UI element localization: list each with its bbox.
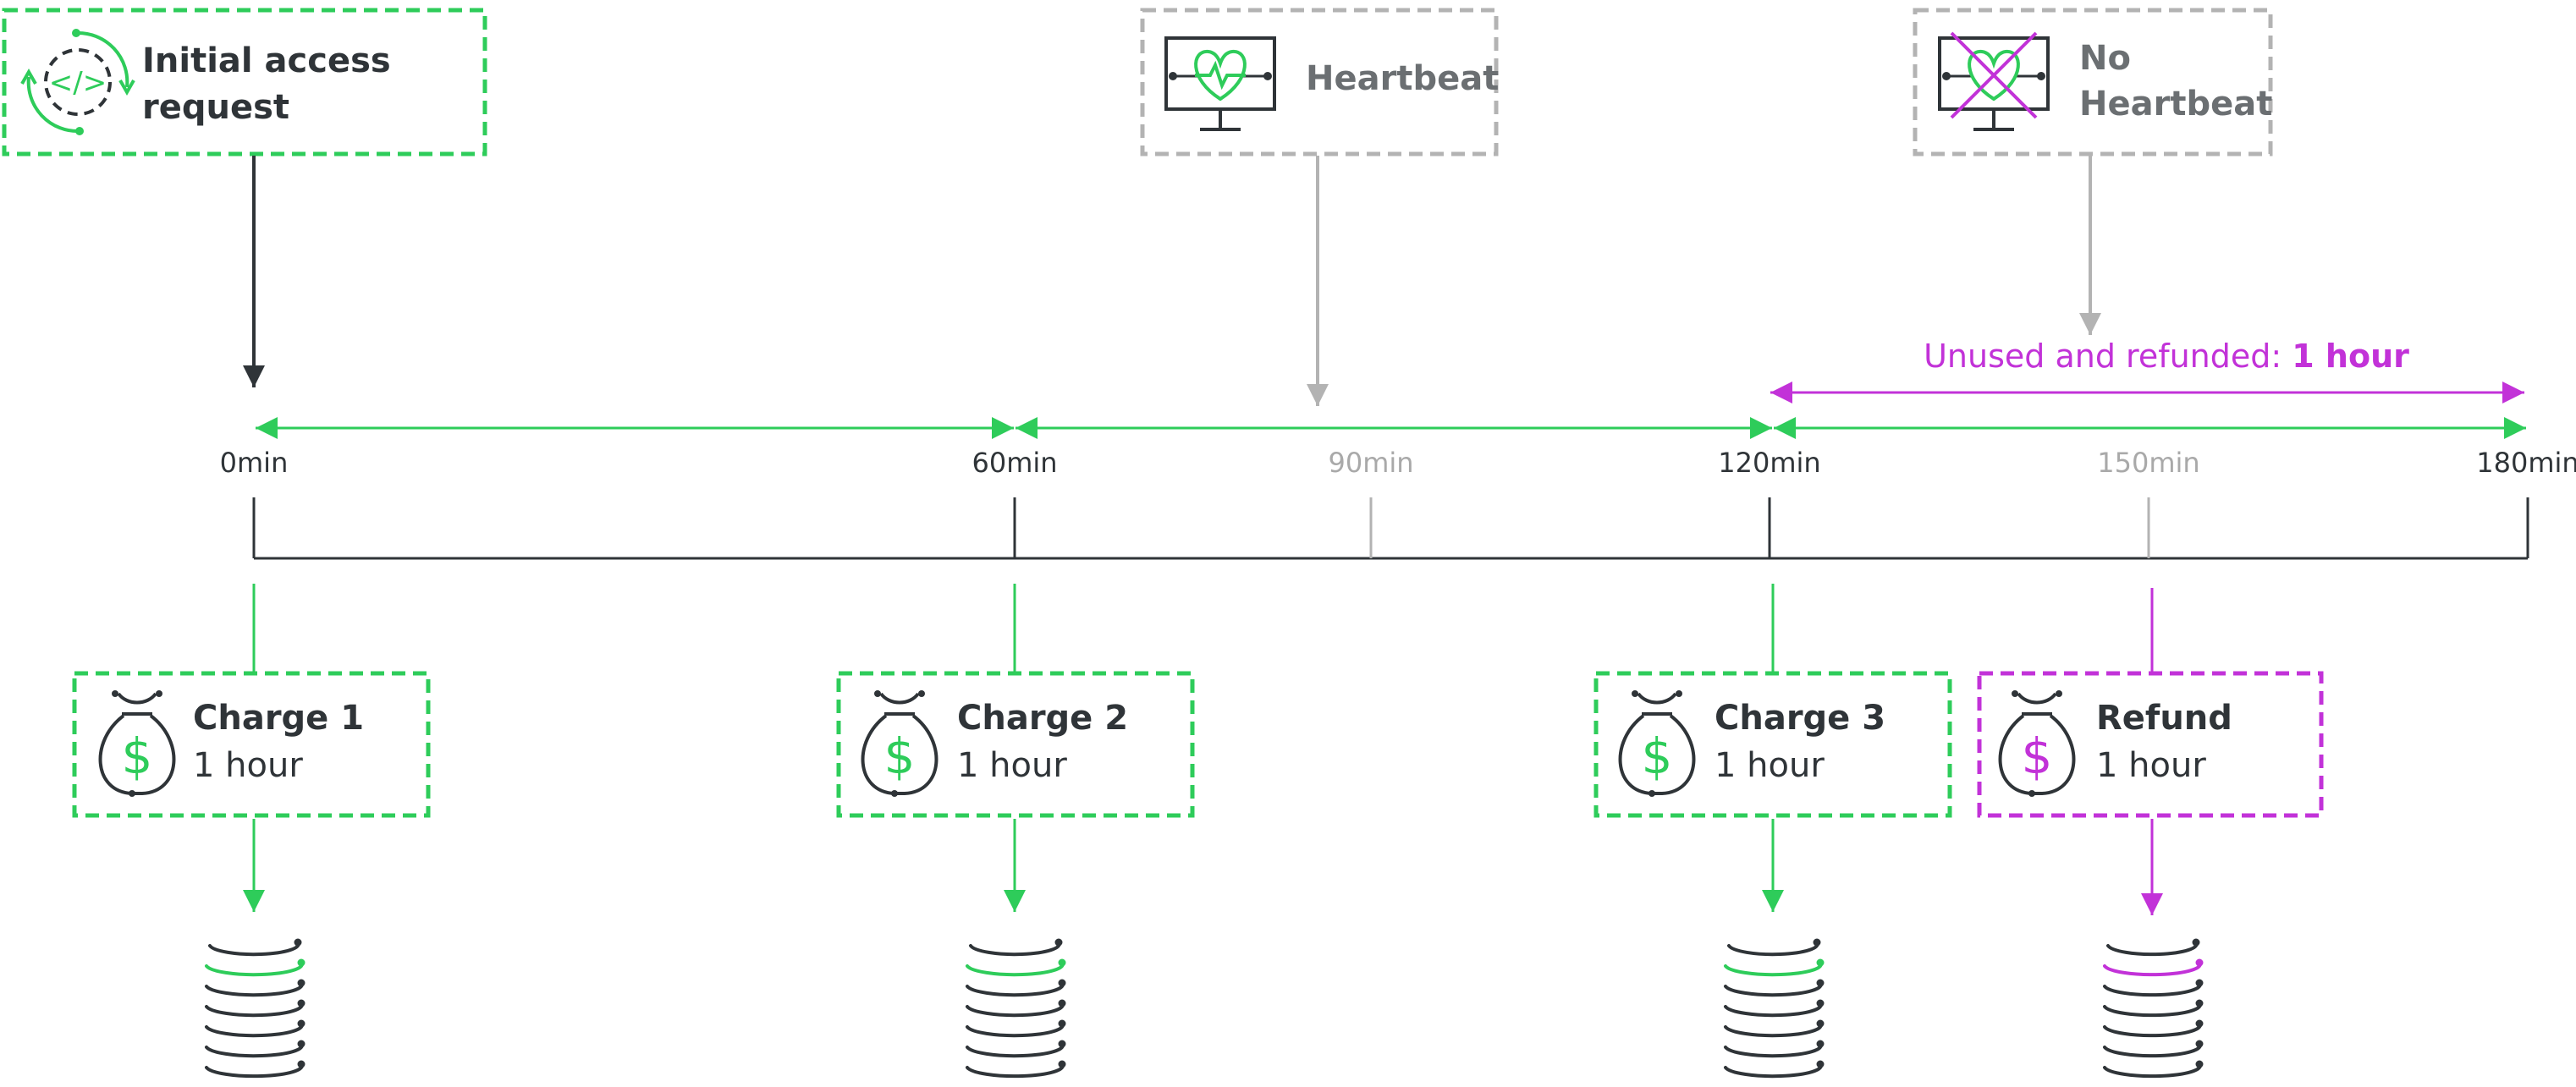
money-bag-icon: $ [1998, 690, 2076, 797]
refund-span-label: Unused and refunded: 1 hour [1924, 338, 2409, 375]
heartbeat-event: Heartbeat [1140, 8, 1499, 156]
tick-label-0min: 0min [220, 447, 289, 479]
database-stacks [205, 938, 2204, 1079]
svg-text:$: $ [1642, 727, 1673, 785]
heartbeat-box [1140, 8, 1499, 156]
money-bag-icon: $ [861, 690, 938, 797]
svg-text:$: $ [884, 727, 916, 785]
refund-span-text: Unused and refunded: [1924, 338, 2292, 375]
code-cycle-icon: </> [20, 29, 135, 135]
charge-2-card: $ Charge 2 1 hour [836, 671, 1195, 818]
refund-duration: 1 hour [2096, 746, 2206, 785]
charge-3-card: $ Charge 3 1 hour [1593, 671, 1952, 818]
no-heartbeat-event: No Heartbeat [1913, 8, 2273, 156]
tick-label-180min: 180min [2476, 447, 2576, 479]
database-icon-refund [2103, 938, 2204, 1079]
charge-3-box [1593, 671, 1952, 818]
initial-access-box [2, 8, 487, 156]
no-heartbeat-box [1913, 8, 2273, 156]
tick-label-150min: 150min [2097, 447, 2199, 479]
heartbeat-label: Heartbeat [1306, 59, 1499, 98]
charge-3-title: Charge 3 [1715, 699, 1885, 738]
tick-label-60min: 60min [972, 447, 1057, 479]
svg-text:$: $ [122, 727, 153, 785]
timeline-axis: 0min 60min 90min 120min 150min 180min [220, 447, 2576, 560]
no-heartbeat-line2: Heartbeat [2079, 85, 2272, 124]
no-heartbeat-line1: No [2079, 39, 2131, 78]
database-icon-charge-1 [205, 938, 305, 1079]
charge-1-title: Charge 1 [193, 699, 364, 738]
heartbeat-monitor-icon [1164, 36, 1276, 131]
tick-label-90min: 90min [1328, 447, 1413, 479]
tick-label-120min: 120min [1718, 447, 1820, 479]
charge-1-card: $ Charge 1 1 hour [72, 671, 431, 818]
refund-title: Refund [2096, 699, 2232, 738]
database-icon-charge-2 [966, 938, 1066, 1079]
svg-text:$: $ [2022, 727, 2053, 785]
charge-2-title: Charge 2 [957, 699, 1128, 738]
no-heartbeat-monitor-icon [1938, 31, 2050, 131]
initial-access-line2: request [142, 88, 289, 127]
database-icon-charge-3 [1724, 938, 1825, 1079]
svg-text:</>: </> [49, 66, 107, 100]
money-bag-icon: $ [1618, 690, 1696, 797]
initial-access-event: </> Initial access request [2, 8, 487, 156]
charge-1-duration: 1 hour [193, 746, 303, 785]
charge-3-duration: 1 hour [1715, 746, 1825, 785]
refund-card: $ Refund 1 hour [1977, 671, 2324, 818]
charge-2-duration: 1 hour [957, 746, 1067, 785]
refund-span-highlight: 1 hour [2292, 338, 2409, 375]
refund-box [1977, 671, 2324, 818]
charge-1-box [72, 671, 431, 818]
initial-access-line1: Initial access [142, 41, 391, 80]
money-bag-icon: $ [98, 690, 176, 797]
charge-2-box [836, 671, 1195, 818]
